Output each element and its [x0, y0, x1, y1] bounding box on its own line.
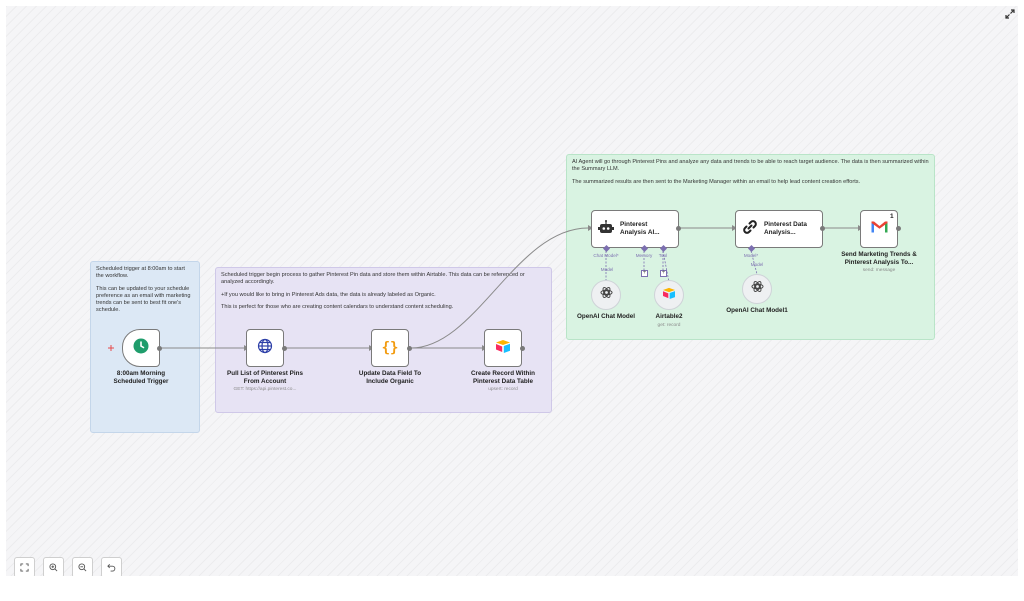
schedule-trigger-node[interactable]: [122, 329, 160, 367]
robot-icon: [598, 219, 614, 239]
execution-count-badge: 1: [890, 213, 894, 220]
output-handle[interactable]: [282, 346, 287, 351]
openai-icon: [750, 280, 764, 298]
llm-chain-node[interactable]: Pinterest Data Analysis...: [735, 210, 823, 248]
expand-icon: [1005, 6, 1015, 23]
connections-layer: [108, 225, 863, 351]
port-label: Chat Model*: [593, 253, 619, 258]
ai-connection-tool-airtable: [662, 250, 670, 283]
clock-icon: [133, 338, 149, 359]
airtable-create-node[interactable]: [484, 329, 522, 367]
port-label: Model*: [743, 253, 759, 258]
output-handle[interactable]: [407, 346, 412, 351]
gmail-node[interactable]: [860, 210, 898, 248]
undo-button[interactable]: [101, 557, 122, 576]
zoom-out-button[interactable]: [72, 557, 93, 576]
node-subtitle: GET: https://api.pinterest.co...: [233, 387, 297, 392]
add-memory-button[interactable]: +: [641, 270, 648, 277]
zoom-in-button[interactable]: [43, 557, 64, 576]
airtable-icon: [495, 339, 511, 358]
sticky-text: AI Agent will go through Pinterest Pins …: [572, 159, 929, 173]
sticky-text: This can be updated to your schedule pre…: [96, 285, 191, 314]
node-subtitle: get: record: [657, 323, 681, 328]
undo-icon: [107, 559, 116, 577]
openai-chat-model1-node[interactable]: [742, 274, 772, 304]
output-handle[interactable]: [676, 226, 681, 231]
output-handle[interactable]: [820, 226, 825, 231]
edge-label: Model: [750, 262, 764, 267]
openai-icon: [599, 286, 613, 304]
sticky-text: The summarized results are then sent to …: [572, 178, 861, 185]
node-label: Create Record Within Pinterest Data Tabl…: [471, 370, 535, 385]
zoom-in-icon: [49, 559, 58, 577]
node-label: OpenAI Chat Model: [576, 313, 636, 320]
gmail-icon: [870, 220, 888, 238]
fullscreen-button[interactable]: [1005, 6, 1015, 19]
node-label: Update Data Field To Include Organic: [358, 370, 422, 385]
port-label: Tool: [658, 253, 668, 258]
node-label: Send Marketing Trends & Pinterest Analys…: [841, 251, 917, 266]
node-label: Pinterest Data Analysis...: [764, 221, 807, 236]
output-handle[interactable]: [896, 226, 901, 231]
node-subtitle: upsert: record: [488, 387, 518, 392]
globe-icon: [257, 338, 273, 359]
connection-update-agent: [410, 227, 589, 349]
openai-chat-model-node[interactable]: [591, 280, 621, 310]
zoom-out-icon: [78, 559, 87, 577]
braces-icon: {}: [381, 340, 399, 356]
airtable-icon: [662, 286, 676, 304]
ai-agent-node[interactable]: Pinterest Analysis AI...: [591, 210, 679, 248]
sticky-text: Scheduled trigger begin process to gathe…: [221, 272, 525, 286]
sticky-text: Scheduled trigger at 8:00am to start the…: [96, 266, 185, 280]
edge-label: Model: [600, 267, 614, 272]
chain-link-icon: [742, 219, 758, 240]
output-handle[interactable]: [157, 346, 162, 351]
node-label: 8:00am Morning Scheduled Trigger: [113, 370, 169, 385]
fit-view-button[interactable]: [14, 557, 35, 576]
workflow-canvas[interactable]: Scheduled trigger at 8:00am to start the…: [6, 6, 1018, 576]
node-subtitle: send: message: [862, 268, 896, 273]
fit-view-icon: [20, 559, 29, 577]
sticky-text: This is perfect for those who are creati…: [221, 303, 454, 310]
ai-connection-summary-model: [750, 250, 758, 275]
node-label: Pinterest Analysis AI...: [620, 221, 660, 236]
add-tool-button[interactable]: +: [660, 270, 667, 277]
set-fields-node[interactable]: {}: [371, 329, 409, 367]
port-label: Memory: [635, 253, 653, 258]
http-request-node[interactable]: [246, 329, 284, 367]
output-handle[interactable]: [520, 346, 525, 351]
sticky-text: +If you would like to bring in Pinterest…: [221, 291, 436, 298]
sticky-note-trigger[interactable]: Scheduled trigger at 8:00am to start the…: [90, 261, 200, 433]
node-label: Airtable2: [655, 313, 683, 320]
node-label: Pull List of Pinterest Pins From Account: [227, 370, 303, 385]
airtable-tool-node[interactable]: [654, 280, 684, 310]
node-label: OpenAI Chat Model1: [726, 307, 788, 314]
